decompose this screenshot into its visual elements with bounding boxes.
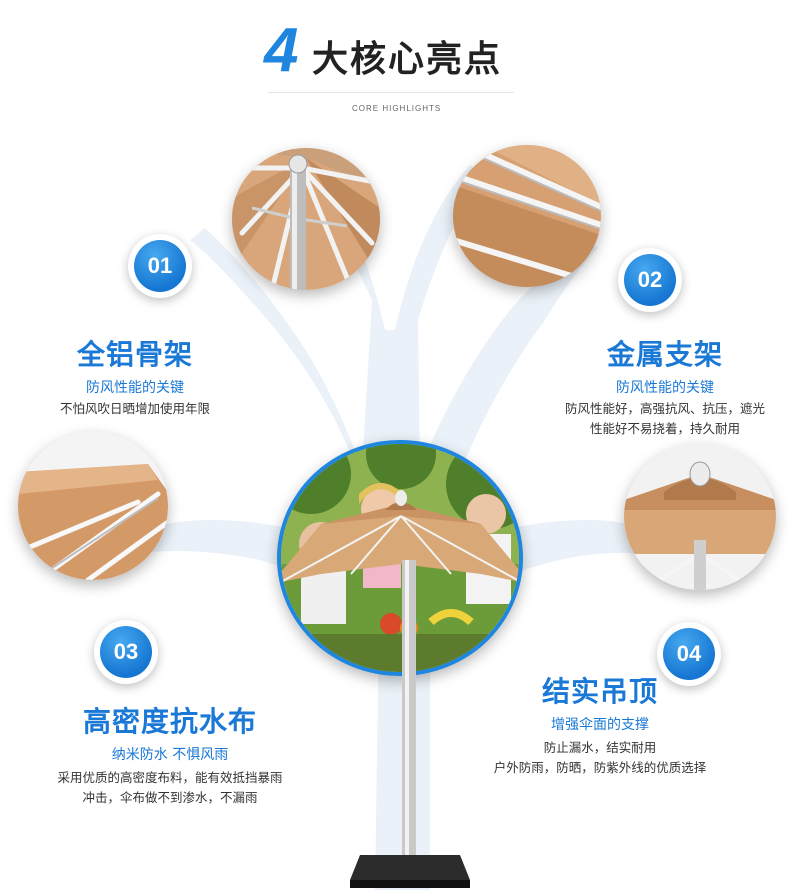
feature-subtitle: 增强伞面的支撑: [551, 717, 649, 733]
feature-desc-line: 防风性能好，高强抗风、抗压，遮光: [564, 401, 765, 416]
feature-subtitle: 防风性能的关键: [616, 380, 714, 396]
feature-subtitle: 纳米防水 不惧风雨: [111, 747, 229, 763]
feature-title: 高密度抗水布: [82, 705, 257, 738]
feature-title: 金属支架: [606, 338, 723, 371]
badge-number: 01: [134, 240, 186, 292]
feature-02: 金属支架 防风性能的关键 防风性能好，高强抗风、抗压，遮光 性能好不易挠着，持久…: [540, 333, 790, 439]
page-subtitle: CORE HIGHLIGHTS: [352, 104, 442, 113]
umbrella-frame-photo: [232, 148, 380, 290]
feature-subtitle: 防风性能的关键: [86, 380, 184, 396]
title-number: 4: [264, 16, 299, 85]
feature-title: 结实吊顶: [541, 675, 658, 708]
feature-desc-line: 性能好不易挠着，持久耐用: [589, 421, 740, 436]
feature-badge-02: 02: [618, 248, 682, 312]
badge-number: 03: [100, 626, 152, 678]
feature-desc-line: 冲击，伞布做不到渗水，不漏雨: [82, 790, 258, 805]
badge-number: 02: [624, 254, 676, 306]
page-title: 大核心亮点: [312, 38, 503, 80]
badge-number: 04: [663, 628, 715, 680]
canopy-edge-photo: [18, 432, 168, 580]
title-divider: [268, 92, 514, 93]
feature-badge-01: 01: [128, 234, 192, 298]
feature-desc-line: 不怕风吹日晒增加使用年限: [59, 401, 210, 416]
feature-desc-line: 采用优质的高密度布料，能有效抵挡暴雨: [57, 770, 283, 785]
feature-desc-line: 户外防雨，防晒，防紫外线的优质选择: [493, 760, 707, 775]
feature-desc-line: 防止漏水，结实耐用: [543, 740, 657, 755]
feature-badge-03: 03: [94, 620, 158, 684]
umbrella-rib-photo: [453, 145, 601, 287]
feature-01: 全铝骨架 防风性能的关键 不怕风吹日晒增加使用年限: [20, 333, 250, 419]
feature-title: 全铝骨架: [76, 338, 193, 371]
feature-badge-04: 04: [657, 622, 721, 686]
feature-03: 高密度抗水布 纳米防水 不惧风雨 采用优质的高密度布料，能有效抵挡暴雨 冲击，伞…: [40, 700, 300, 808]
umbrella-pole: [350, 560, 470, 888]
feature-04: 结实吊顶 增强伞面的支撑 防止漏水，结实耐用 户外防雨，防晒，防紫外线的优质选择: [470, 670, 730, 778]
umbrella-top-photo: [624, 444, 776, 590]
family-picnic-photo: [277, 440, 523, 676]
